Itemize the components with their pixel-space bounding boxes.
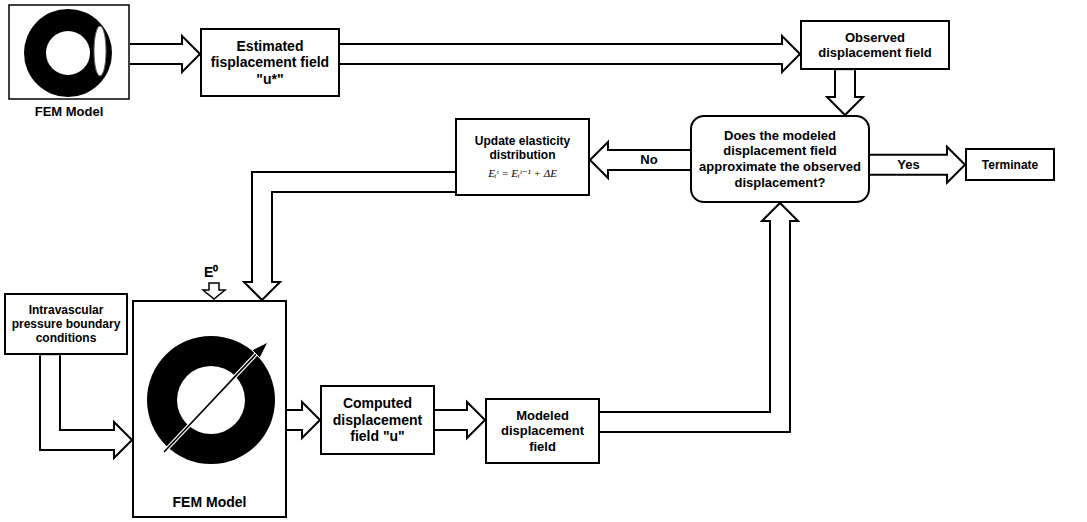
arrow-shaft [600,221,780,422]
box-text: Estimated fisplacement field "u*" [207,38,333,88]
box-text: Modeled displacement field [492,408,593,455]
block-arrow [287,402,320,438]
box-text: Computed displacement field "u" [327,395,428,445]
fem-ring [8,4,130,100]
terminal-box: Terminate [965,148,1055,181]
arrow-fill [836,70,854,99]
block-arrow [130,36,200,72]
arrow-fill [600,219,780,423]
arrow-head [947,147,965,183]
arrow-head [182,36,200,72]
block-arrow [340,36,800,72]
initial-elasticity-label: E⁰ [204,262,218,281]
fem-model-image: FEM Model [8,4,130,100]
block-arrow [870,147,965,183]
edge-label: Yes [895,158,921,172]
process-box: Modeled displacement field [485,398,600,464]
arrow-shaft [50,355,114,440]
process-box: Computed displacement field "u" [320,385,435,455]
process-box: Estimated fisplacement field "u*" [200,28,340,97]
arrow-head [302,402,320,438]
arrow-head [467,402,485,438]
block-arrow [600,203,798,422]
box-text: Does the modeled displacement field appr… [697,128,863,190]
decision-box: Does the modeled displacement field appr… [690,115,870,203]
box-text: Update elasticity distribution [462,134,583,163]
arrow-head [782,36,800,72]
arrow-fill [606,151,691,169]
arrow-head [244,282,280,300]
arrow-shaft [262,182,455,282]
process-box: Update elasticity distributionEᵢᵗ = Eᵢᵗ⁻… [455,118,590,196]
box-text: Observed displacement field [807,30,943,61]
arrow-fill [870,156,950,174]
input-box: Intravascular pressure boundary conditio… [4,293,128,355]
fem-model-image: FEM Model [132,300,287,518]
formula-text: Eᵢᵗ = Eᵢᵗ⁻¹ + ΔE [488,167,557,180]
box-text: Terminate [982,158,1038,172]
block-arrow [50,355,132,458]
box-text: FEM Model [8,104,130,119]
arrow-fill [50,355,117,440]
arrow-fill [130,45,185,63]
arrow-fill [340,45,785,63]
arrow-head [590,142,608,178]
arrow-head [827,97,863,115]
arrow-fill [435,411,470,429]
arrow-head [762,203,798,221]
block-arrow [435,402,485,438]
arrow-fill [287,411,305,429]
box-text: Intravascular pressure boundary conditio… [11,303,121,346]
arrow-head [114,422,132,458]
edge-label: No [638,153,659,167]
fem-ring [134,302,289,520]
block-arrow [244,182,455,300]
process-box: Observed displacement field [800,20,950,70]
block-arrow [827,70,863,115]
arrow-fill [262,182,455,285]
box-text: FEM Model [134,494,285,510]
block-arrow [590,142,690,178]
input-arrow [203,283,225,299]
